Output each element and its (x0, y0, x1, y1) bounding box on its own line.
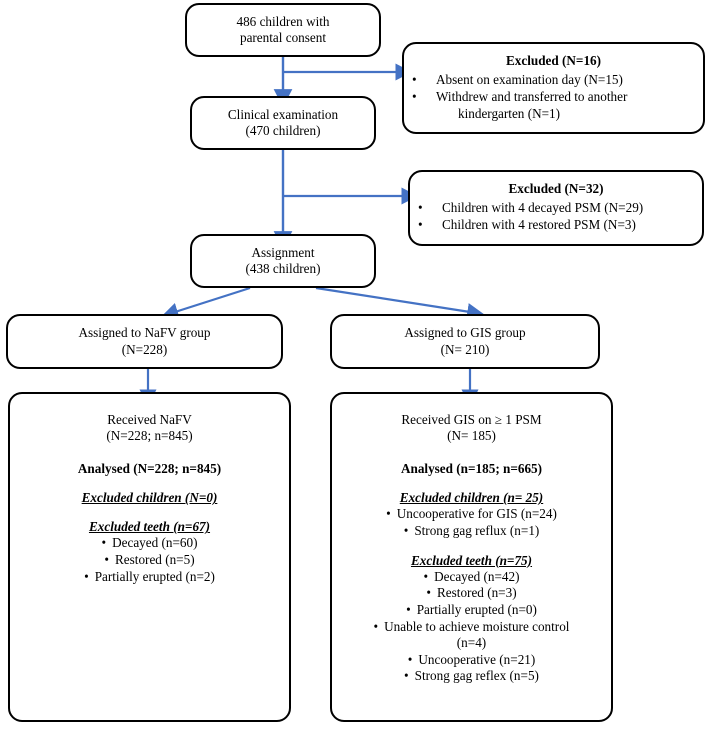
excluded-1-list: Absent on examination day (N=15) Withdre… (412, 71, 695, 122)
bullet-icon: • (104, 552, 110, 568)
excluded-2-list: Children with 4 decayed PSM (N=29) Child… (418, 199, 694, 233)
list-item: •Strong gag reflux (n=1) (403, 523, 540, 538)
clinical-exam-line-1: Clinical examination (227, 106, 339, 122)
list-item: Children with 4 restored PSM (N=3) (418, 216, 694, 233)
bullet-icon: • (406, 601, 411, 617)
node-group-nafv: Assigned to NaFV group (N=228) (6, 314, 283, 369)
excluded-1-title: Excluded (N=16) (505, 53, 602, 68)
group-nafv-line-2: (N=228) (121, 341, 168, 357)
arm-nafv-excluded-teeth-header: Excluded teeth (n=67) (88, 519, 211, 535)
arm-gis-analysed: Analysed (n=185; n=665) (400, 461, 543, 477)
bullet-icon: • (386, 506, 391, 522)
list-item: •Decayed (n=60) (101, 535, 198, 551)
excluded-2-title: Excluded (N=32) (508, 181, 604, 196)
list-item: •Uncooperative (n=21) (407, 651, 536, 667)
list-item: •Unable to achieve moisture control (n=4… (373, 618, 570, 651)
list-item: Children with 4 decayed PSM (N=29) (418, 199, 694, 216)
bullet-icon: • (426, 585, 432, 601)
bullet-icon: • (404, 668, 409, 684)
node-enrollment: 486 children with parental consent (185, 3, 381, 57)
arm-nafv-excluded-teeth-list: •Decayed (n=60) •Restored (n=5) •Partial… (20, 535, 279, 585)
list-item: •Partially erupted (n=0) (406, 601, 537, 617)
assignment-line-1: Assignment (251, 244, 315, 260)
bullet-icon: • (373, 618, 379, 634)
node-clinical-examination: Clinical examination (470 children) (190, 96, 376, 150)
enrollment-line-2: parental consent (239, 30, 327, 45)
node-arm-nafv: Received NaFV (N=228; n=845) Analysed (N… (8, 392, 291, 722)
group-gis-line-2: (N= 210) (440, 341, 490, 357)
list-item: •Restored (n=3) (426, 585, 517, 601)
list-item: •Decayed (n=42) (423, 568, 520, 584)
list-item: •Restored (n=5) (104, 552, 195, 568)
bullet-icon: • (403, 523, 409, 538)
list-item: •Partially erupted (n=2) (84, 568, 215, 584)
arm-gis-excluded-teeth-header: Excluded teeth (n=75) (410, 552, 533, 568)
bullet-icon: • (101, 535, 107, 551)
node-excluded-2: Excluded (N=32) Children with 4 decayed … (408, 170, 704, 246)
list-item: Withdrew and transferred to another kind… (412, 88, 695, 122)
list-item: Absent on examination day (N=15) (412, 71, 695, 88)
clinical-exam-line-2: (470 children) (245, 123, 321, 138)
arm-nafv-excluded-children-header: Excluded children (N=0) (81, 490, 218, 506)
arm-nafv-analysed: Analysed (N=228; n=845) (77, 461, 222, 477)
node-group-gis: Assigned to GIS group (N= 210) (330, 314, 600, 369)
edge-assignment-to-nafv (161, 286, 251, 320)
assignment-line-2: (438 children) (245, 261, 321, 276)
list-item: •Strong gag reflex (n=5) (404, 668, 539, 684)
bullet-icon: • (423, 568, 429, 584)
arm-gis-excluded-children-list: •Uncooperative for GIS (n=24) •Strong ga… (342, 506, 601, 539)
edge-assignment-to-gis (315, 286, 484, 321)
arm-gis-excluded-teeth-list: •Decayed (n=42) •Restored (n=3) •Partial… (342, 569, 601, 685)
arm-gis-excluded-children-header: Excluded children (n= 25) (399, 490, 544, 506)
arm-nafv-received-1: Received NaFV (107, 412, 192, 427)
group-nafv-line-1: Assigned to NaFV group (78, 325, 211, 341)
arm-gis-received-2: (N= 185) (447, 428, 496, 444)
arm-nafv-received-2: (N=228; n=845) (106, 428, 193, 444)
arm-gis-received-1: Received GIS on ≥ 1 PSM (401, 412, 542, 427)
bullet-icon: • (84, 568, 89, 584)
group-gis-line-1: Assigned to GIS group (404, 325, 526, 341)
enrollment-line-1: 486 children with (236, 13, 330, 29)
node-assignment: Assignment (438 children) (190, 234, 376, 288)
node-excluded-1: Excluded (N=16) Absent on examination da… (402, 42, 705, 134)
list-item: •Uncooperative for GIS (n=24) (386, 506, 557, 522)
bullet-icon: • (407, 651, 413, 667)
node-arm-gis: Received GIS on ≥ 1 PSM (N= 185) Analyse… (330, 392, 613, 722)
